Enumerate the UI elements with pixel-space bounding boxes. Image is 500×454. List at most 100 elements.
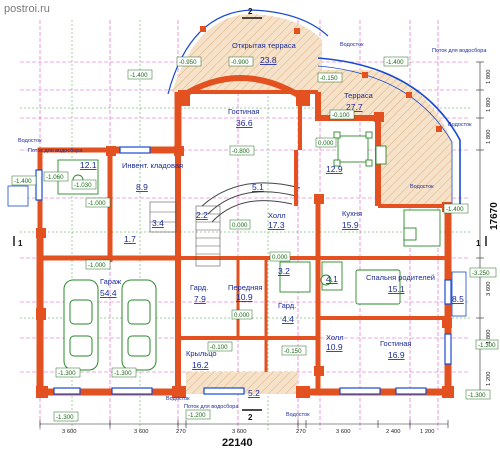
svg-text:-0.150: -0.150 xyxy=(320,75,338,82)
hall-lower-name: Холл xyxy=(326,333,344,342)
master-bedroom-area: 15.1 xyxy=(388,284,405,294)
dim-r4: 3 600 xyxy=(486,281,492,296)
svg-text:-1.400: -1.400 xyxy=(386,59,404,66)
dim-r1: 1 800 xyxy=(486,69,492,84)
garage-name: Гараж xyxy=(100,277,121,286)
right-step xyxy=(451,271,467,317)
living-bay-arc xyxy=(180,75,302,99)
svg-text:-1.300: -1.300 xyxy=(114,370,132,377)
open-terrace-name: Открытая терраса xyxy=(232,41,297,50)
tray-note-3: Поток для водосбора xyxy=(184,404,239,410)
svg-text:-3.250: -3.250 xyxy=(472,270,490,277)
svg-text:0.000: 0.000 xyxy=(232,222,248,229)
front-area: 10.9 xyxy=(236,292,253,302)
open-terrace-railing xyxy=(167,9,329,95)
section-left-label: 1 xyxy=(18,239,23,248)
stair-landing-area: 1.7 xyxy=(124,234,136,244)
hall-main-area: 17.3 xyxy=(268,220,285,230)
dim-b3: 270 xyxy=(176,429,186,435)
svg-text:-1.300: -1.300 xyxy=(56,414,74,421)
dim-r5: 1 800 xyxy=(486,329,492,344)
porch-name: Крыльцо xyxy=(186,349,217,358)
bath2-area: 4.1 xyxy=(326,274,338,284)
svg-text:-0.100: -0.100 xyxy=(210,344,228,351)
open-terrace-floor xyxy=(172,14,322,92)
stairs-small-area: 3.4 xyxy=(152,218,164,228)
svg-text:-1.300: -1.300 xyxy=(478,342,496,349)
bath1-area: 3.2 xyxy=(278,266,290,276)
drain-note-6: Водосток xyxy=(286,412,310,418)
svg-text:-0.150: -0.150 xyxy=(284,348,302,355)
dim-b1: 3 600 xyxy=(62,429,77,435)
svg-text:-0.100: -0.100 xyxy=(332,112,350,119)
section-markers xyxy=(13,17,487,411)
living-upper-area: 36.6 xyxy=(236,118,253,128)
svg-text:0.000: 0.000 xyxy=(234,312,250,319)
svg-text:-1.400: -1.400 xyxy=(446,206,464,213)
living-lower-area: 16.9 xyxy=(388,350,405,360)
svg-text:-0.950: -0.950 xyxy=(179,59,197,66)
drain-note-1: Водосток xyxy=(18,138,42,144)
drain-note-3: Водосток xyxy=(448,122,472,128)
svg-text:-1.300: -1.300 xyxy=(468,392,486,399)
section-top-label: 2 xyxy=(248,7,253,16)
open-terrace-area: 23.8 xyxy=(260,55,277,65)
svg-text:-1.200: -1.200 xyxy=(188,412,206,419)
kitchen-area: 15.9 xyxy=(342,220,359,230)
dim-r6: 1 200 xyxy=(486,371,492,386)
dim-r2: 1 800 xyxy=(486,97,492,112)
walls xyxy=(36,90,452,396)
svg-text:-1.060: -1.060 xyxy=(46,174,64,181)
dim-b5: 270 xyxy=(296,429,306,435)
wardrobe2-area: 4.4 xyxy=(282,314,294,324)
svg-text:0.000: 0.000 xyxy=(272,254,288,261)
storage-area: 8.9 xyxy=(136,182,148,192)
terrace-posts xyxy=(200,26,442,132)
wardrobe1-area: 7.9 xyxy=(194,294,206,304)
stair-arc xyxy=(201,182,301,207)
drain-note-4: Водосток xyxy=(410,184,434,190)
svg-text:-0.800: -0.800 xyxy=(232,148,250,155)
front-name: Передняя xyxy=(228,283,262,292)
master-bedroom-name: Спальня родителей xyxy=(366,273,435,282)
stair-arc-3 xyxy=(211,200,293,223)
drain-note-5: Водосток xyxy=(166,396,190,402)
section-bottom-label: 2 xyxy=(248,413,253,422)
side-room-area: 8.5 xyxy=(452,294,464,304)
svg-text:-1.000: -1.000 xyxy=(88,262,106,269)
svg-text:-1.030: -1.030 xyxy=(74,182,92,189)
terrace-railing xyxy=(317,57,461,210)
tray-note-2: Поток для водосбора xyxy=(432,48,487,54)
level-marks: -0.950 -0.900 -0.150 -1.400 -1.400 -0.10… xyxy=(11,56,499,422)
terrace-area: 27.7 xyxy=(346,102,363,112)
svg-text:-1.400: -1.400 xyxy=(130,72,148,79)
kitchen-nook-area: 12.9 xyxy=(326,164,343,174)
wardrobe2-name: Гард. xyxy=(278,301,296,310)
hall-lower-area: 10.9 xyxy=(326,342,343,352)
laundry-area: 12.1 xyxy=(80,160,97,170)
dim-b6: 3 600 xyxy=(336,429,351,435)
garage-area: 54.4 xyxy=(100,288,117,298)
entry-porch-area: 5.2 xyxy=(248,388,260,398)
dim-b2: 3 600 xyxy=(134,429,149,435)
svg-text:0.000: 0.000 xyxy=(318,140,334,147)
kitchen-name: Кухня xyxy=(342,209,362,218)
living-upper-name: Гостиная xyxy=(228,107,259,116)
dim-b4: 3 600 xyxy=(232,429,247,435)
windows xyxy=(35,146,452,395)
garage-cars xyxy=(63,279,157,371)
hall-main-name: Холл xyxy=(268,211,286,220)
dim-b8: 1 200 xyxy=(420,429,435,435)
dim-b7: 2 400 xyxy=(386,429,401,435)
hall-stair-area: 5.1 xyxy=(252,182,264,192)
porch-area: 16.2 xyxy=(192,360,209,370)
svg-text:-0.900: -0.900 xyxy=(231,59,249,66)
side-step xyxy=(7,185,29,207)
tray-note-1: Поток для водосбора xyxy=(28,148,83,154)
hall-stair-area2: 2.2 xyxy=(196,210,208,220)
svg-text:-1.400: -1.400 xyxy=(14,178,32,185)
dim-r3: 1 800 xyxy=(486,129,492,144)
storage-name: Инвент. кладовая xyxy=(122,161,183,170)
wardrobe1-name: Гард. xyxy=(190,283,208,292)
